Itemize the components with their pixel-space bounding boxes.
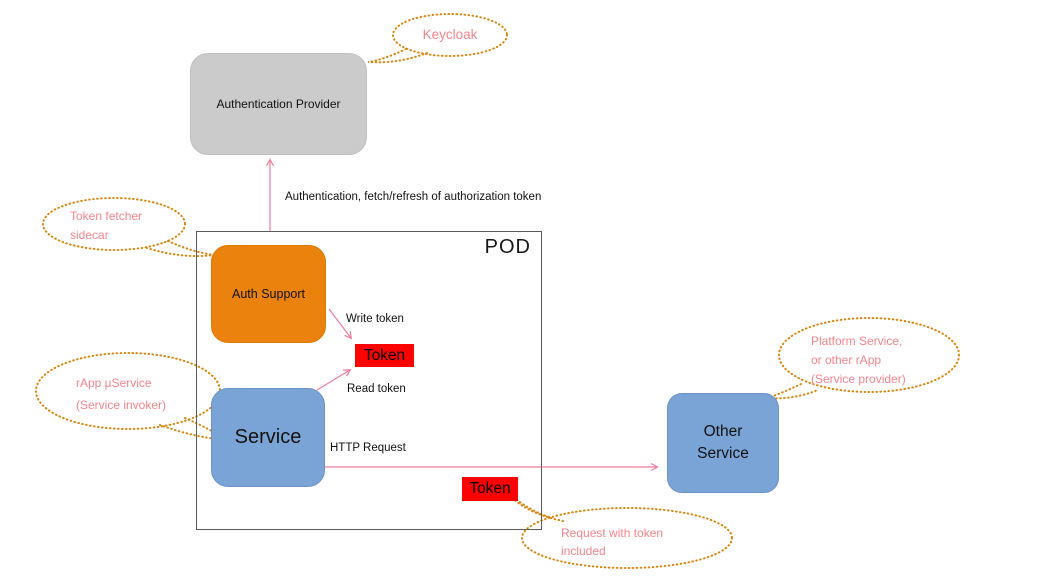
token-request-box: Token (462, 477, 518, 501)
auth-fetch-label: Authentication, fetch/refresh of authori… (285, 191, 542, 203)
authentication-provider-label: Authentication Provider (216, 97, 341, 111)
keycloak-callout-tail (367, 48, 428, 64)
pod-container: POD (196, 231, 542, 530)
request-token-callout-text: Request with token included (561, 525, 663, 560)
keycloak-callout-text: Keycloak (393, 27, 507, 42)
rapp-callout-line2: (Service invoker) (76, 398, 167, 412)
write-token-label: Write token (346, 313, 404, 325)
platform-callout-line2: or other rApp (811, 353, 882, 367)
request-token-callout-bubble (521, 507, 733, 569)
pod-label: POD (484, 236, 531, 258)
authentication-provider-box: Authentication Provider (190, 53, 367, 155)
keycloak-callout-bubble (392, 13, 508, 57)
request-token-callout-line1: Request with token (561, 526, 664, 540)
token-fetcher-callout-line1: Token fetcher (70, 209, 143, 223)
platform-callout-line1: Platform Service, (811, 334, 903, 348)
platform-callout-bubble (778, 317, 960, 393)
keycloak-callout-line: Keycloak (422, 27, 478, 42)
token-fetcher-callout-text: Token fetcher sidecar (70, 207, 142, 244)
arrow-write-token (328, 308, 353, 340)
platform-callout-line3: (Service provider) (811, 372, 906, 386)
auth-support-box: Auth Support (211, 245, 326, 343)
http-request-label: HTTP Request (330, 442, 406, 454)
rapp-callout-text: rApp µService (Service invoker) (76, 372, 166, 416)
token-request-label: Token (469, 480, 511, 497)
service-box: Service (211, 388, 325, 487)
token-fetcher-callout-bubble (42, 197, 186, 251)
service-label: Service (234, 426, 302, 448)
other-service-box: Other Service (667, 393, 779, 493)
rapp-callout-line1: rApp µService (76, 376, 152, 390)
request-token-callout-line2: included (561, 543, 606, 558)
other-service-label: Other Service (697, 422, 749, 462)
token-store-label: Token (363, 346, 406, 364)
auth-support-label: Auth Support (232, 287, 305, 301)
platform-callout-text: Platform Service, or other rApp (Service… (811, 332, 906, 389)
arrow-read-token (316, 369, 352, 391)
token-fetcher-callout-line2: sidecar (70, 227, 109, 242)
token-store-box: Token (355, 344, 414, 367)
read-token-label: Read token (347, 383, 406, 395)
